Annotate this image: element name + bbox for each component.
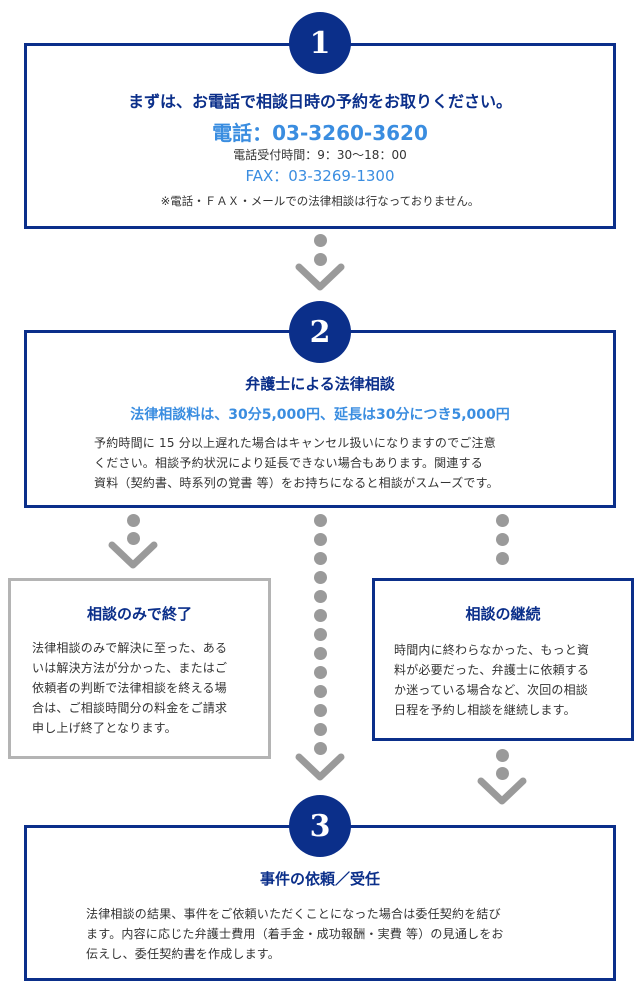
step1-note: ※電話・ＦＡＸ・メールでの法律相談は行なっておりません。 bbox=[160, 194, 480, 208]
chevron-down-icon bbox=[295, 753, 345, 781]
connector-dot bbox=[314, 666, 327, 679]
chevron-down-icon bbox=[108, 541, 158, 569]
step2-line: 資料（契約書、時系列の覚書 等）をお持ちになると相談がスムーズです。 bbox=[94, 476, 499, 490]
chevron-down-icon bbox=[477, 777, 527, 805]
connector-dot bbox=[314, 234, 327, 247]
end-branch-line: いは解決方法が分かった、またはご bbox=[32, 661, 228, 675]
step1-number-badge: 1 bbox=[289, 12, 351, 74]
end-branch-heading: 相談のみで終了 bbox=[86, 605, 192, 623]
connector-dot bbox=[314, 590, 327, 603]
connector-dot bbox=[127, 532, 140, 545]
connector-dot bbox=[314, 742, 327, 755]
continue-branch-line: 料が必要だった、弁護士に依頼する bbox=[394, 663, 590, 677]
step3-line: 伝えし、委任契約書を作成します。 bbox=[86, 947, 281, 961]
connector-dot bbox=[314, 253, 327, 266]
step2-number-badge: 2 bbox=[289, 301, 351, 363]
step2-description: 予約時間に 15 分以上遅れた場合はキャンセル扱いになりますのでご注意 ください… bbox=[94, 433, 564, 493]
connector-dot bbox=[496, 552, 509, 565]
connector-dot bbox=[496, 749, 509, 762]
connector-dot bbox=[314, 533, 327, 546]
connector-dot bbox=[314, 685, 327, 698]
connector-dot bbox=[314, 647, 327, 660]
continue-branch-line: 時間内に終わらなかった、もっと資 bbox=[394, 643, 590, 657]
end-branch-box bbox=[8, 578, 271, 759]
connector-dot bbox=[496, 514, 509, 527]
chevron-down-icon bbox=[295, 263, 345, 291]
end-branch-line: 法律相談のみで解決に至った、ある bbox=[32, 641, 228, 655]
end-branch-line: 合は、ご相談時間分の料金をご請求 bbox=[32, 701, 228, 715]
continue-branch-description: 時間内に終わらなかった、もっと資 料が必要だった、弁護士に依頼する か迷っている… bbox=[394, 640, 619, 720]
connector-dot bbox=[314, 571, 327, 584]
connector-dot bbox=[314, 514, 327, 527]
connector-dot bbox=[314, 723, 327, 736]
step1-heading: まずは、お電話で相談日時の予約をお取りください。 bbox=[127, 92, 512, 111]
connector-dot bbox=[496, 533, 509, 546]
step2-box bbox=[24, 330, 616, 508]
step3-description: 法律相談の結果、事件をご依頼いただくことになった場合は委任契約を結び ます。内容… bbox=[86, 904, 566, 964]
continue-branch-heading: 相談の継続 bbox=[465, 605, 541, 623]
connector-dot bbox=[314, 552, 327, 565]
step3-heading: 事件の依頼／受任 bbox=[259, 870, 380, 888]
step1-fax: FAX：03-3269-1300 bbox=[245, 167, 395, 185]
end-branch-line: 依頼者の判断で法律相談を終える場 bbox=[32, 681, 227, 695]
step1-phone: 電話：03-3260-3620 bbox=[212, 121, 428, 145]
connector-dot bbox=[127, 514, 140, 527]
step2-heading: 弁護士による法律相談 bbox=[245, 375, 395, 393]
continue-branch-line: か迷っている場合など、次回の相談 bbox=[394, 683, 589, 697]
connector-dot bbox=[314, 609, 327, 622]
connector-dot bbox=[496, 767, 509, 780]
step3-line: ます。内容に応じた弁護士費用（着手金・成功報酬・実費 等）の見通しをお bbox=[86, 927, 504, 941]
connector-dot bbox=[314, 628, 327, 641]
step1-hours: 電話受付時間：9：30〜18：00 bbox=[233, 148, 407, 162]
continue-branch-line: 日程を予約し相談を継続します。 bbox=[394, 703, 576, 717]
connector-dot bbox=[314, 704, 327, 717]
step2-line: 予約時間に 15 分以上遅れた場合はキャンセル扱いになりますのでご注意 bbox=[94, 436, 496, 450]
continue-branch-box bbox=[372, 578, 634, 741]
step3-number-badge: 3 bbox=[289, 795, 351, 857]
end-branch-line: 申し上げ終了となります。 bbox=[32, 721, 177, 735]
step3-line: 法律相談の結果、事件をご依頼いただくことになった場合は委任契約を結び bbox=[86, 907, 501, 921]
step2-line: ください。相談予約状況により延長できない場合もあります。関連する bbox=[94, 456, 483, 470]
end-branch-description: 法律相談のみで解決に至った、ある いは解決方法が分かった、またはご 依頼者の判断… bbox=[32, 638, 257, 738]
step2-fee: 法律相談料は、30分5,000円、延長は30分につき5,000円 bbox=[130, 407, 510, 423]
